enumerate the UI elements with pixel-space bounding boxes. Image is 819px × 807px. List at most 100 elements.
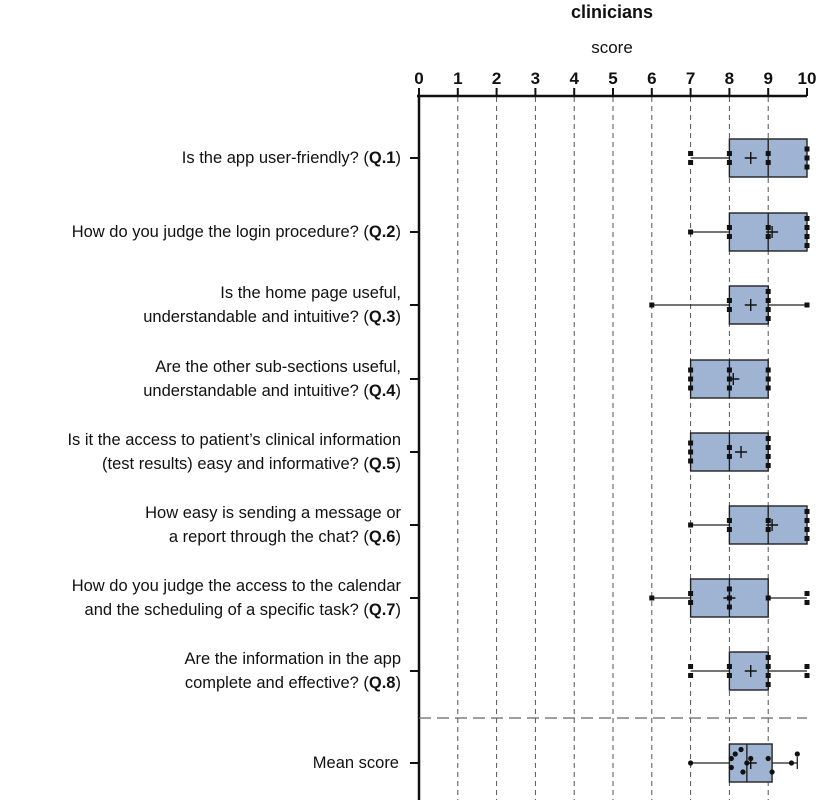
question-code: Q.8	[369, 674, 396, 692]
data-point	[765, 682, 771, 687]
data-point	[765, 755, 771, 762]
question-label: How do you judge the login procedure? (Q…	[72, 223, 401, 241]
data-point	[804, 527, 810, 532]
data-point	[804, 302, 810, 308]
data-point	[765, 445, 771, 450]
data-point	[804, 600, 810, 605]
chart-title: clinicians	[571, 2, 653, 22]
question-text: Is the home page useful,	[220, 284, 401, 302]
data-point	[649, 595, 655, 601]
question-text: Are the information in the app	[185, 650, 401, 668]
data-point	[726, 234, 732, 239]
mean-marker	[744, 152, 757, 164]
mean-score-row: Mean score	[313, 743, 800, 783]
question-label: Is it the access to patient’s clinical i…	[67, 431, 401, 449]
question-text: Is the app user-friendly? (	[182, 149, 370, 167]
question-label: Are the information in the app	[185, 650, 401, 668]
data-point	[726, 225, 732, 230]
question-label: understandable and intuitive? (Q.4)	[143, 382, 401, 400]
data-point	[740, 769, 746, 775]
question-label: and the scheduling of a specific task? (…	[85, 601, 401, 619]
data-point	[765, 673, 771, 678]
question-row: Is it the access to patient’s clinical i…	[67, 431, 771, 473]
data-point	[728, 764, 734, 771]
question-label: Is the app user-friendly? (Q.1)	[182, 149, 401, 167]
data-point	[804, 225, 810, 230]
data-point	[765, 367, 771, 373]
data-point	[765, 316, 771, 321]
data-point	[726, 518, 732, 523]
data-point	[765, 289, 771, 294]
question-text: and the scheduling of a specific task? (	[85, 601, 370, 619]
question-label: Is the home page useful,	[220, 284, 401, 302]
axes	[417, 94, 807, 800]
mean-marker	[735, 446, 748, 458]
data-point	[765, 376, 771, 382]
question-text: Is it the access to patient’s clinical i…	[67, 431, 401, 449]
data-point	[732, 751, 738, 757]
question-label: complete and effective? (Q.8)	[185, 674, 401, 692]
question-text: How easy is sending a message or	[145, 504, 401, 522]
data-point	[804, 216, 810, 221]
data-point	[765, 664, 771, 669]
data-point	[726, 454, 732, 459]
data-point	[804, 155, 810, 161]
question-code: Q.2	[369, 223, 396, 241]
data-point	[726, 664, 732, 669]
data-point	[688, 760, 694, 766]
question-paren: )	[396, 382, 402, 400]
data-point	[765, 527, 771, 532]
question-label: (test results) easy and informative? (Q.…	[102, 455, 401, 473]
question-rows: Is the app user-friendly? (Q.1) How do yo…	[67, 138, 810, 783]
question-text: (test results) easy and informative? (	[102, 455, 369, 473]
question-code: Q.4	[369, 382, 396, 400]
data-point	[688, 151, 694, 156]
data-point	[794, 751, 800, 757]
mean-marker	[727, 373, 740, 385]
data-point	[804, 146, 810, 152]
data-point	[726, 604, 732, 610]
question-text: a report through the chat? (	[169, 528, 369, 546]
x-tick-label: 6	[647, 69, 656, 88]
question-row: Is the home page useful, understandable a…	[143, 284, 810, 326]
x-tick-label: 5	[608, 69, 617, 88]
question-row: Is the app user-friendly? (Q.1)	[182, 138, 810, 178]
question-label: How easy is sending a message or	[145, 504, 401, 522]
data-point	[649, 302, 655, 308]
x-tick-label: 0	[414, 69, 423, 88]
data-point	[688, 385, 694, 391]
question-code: Q.3	[369, 308, 396, 326]
question-paren: )	[396, 455, 402, 473]
question-code: Q.6	[369, 528, 396, 546]
mean-score-label: Mean score	[313, 754, 399, 772]
data-point	[765, 595, 771, 601]
data-point	[688, 440, 694, 446]
data-point	[769, 769, 775, 775]
data-point	[688, 376, 694, 382]
mean-marker	[766, 226, 779, 238]
data-point	[765, 463, 771, 468]
data-point	[726, 385, 732, 391]
question-label: How do you judge the access to the calen…	[72, 577, 402, 595]
data-point	[688, 591, 694, 596]
data-point	[765, 225, 771, 230]
question-text: understandable and intuitive? (	[143, 382, 369, 400]
question-paren: )	[396, 528, 402, 546]
data-point	[765, 518, 771, 523]
x-tick-label: 1	[453, 69, 462, 88]
x-tick-label: 8	[725, 69, 734, 88]
question-paren: )	[396, 223, 402, 241]
data-point	[688, 522, 694, 528]
question-code: Q.7	[369, 601, 396, 619]
data-point	[726, 307, 732, 312]
x-tick-label: 10	[798, 69, 817, 88]
data-point	[765, 454, 771, 459]
question-paren: )	[396, 601, 402, 619]
question-text: Are the other sub-sections useful,	[155, 358, 401, 376]
question-label: understandable and intuitive? (Q.3)	[143, 308, 401, 326]
data-point	[804, 518, 810, 523]
data-point	[726, 673, 732, 678]
data-point	[688, 673, 694, 678]
data-point	[765, 385, 771, 391]
